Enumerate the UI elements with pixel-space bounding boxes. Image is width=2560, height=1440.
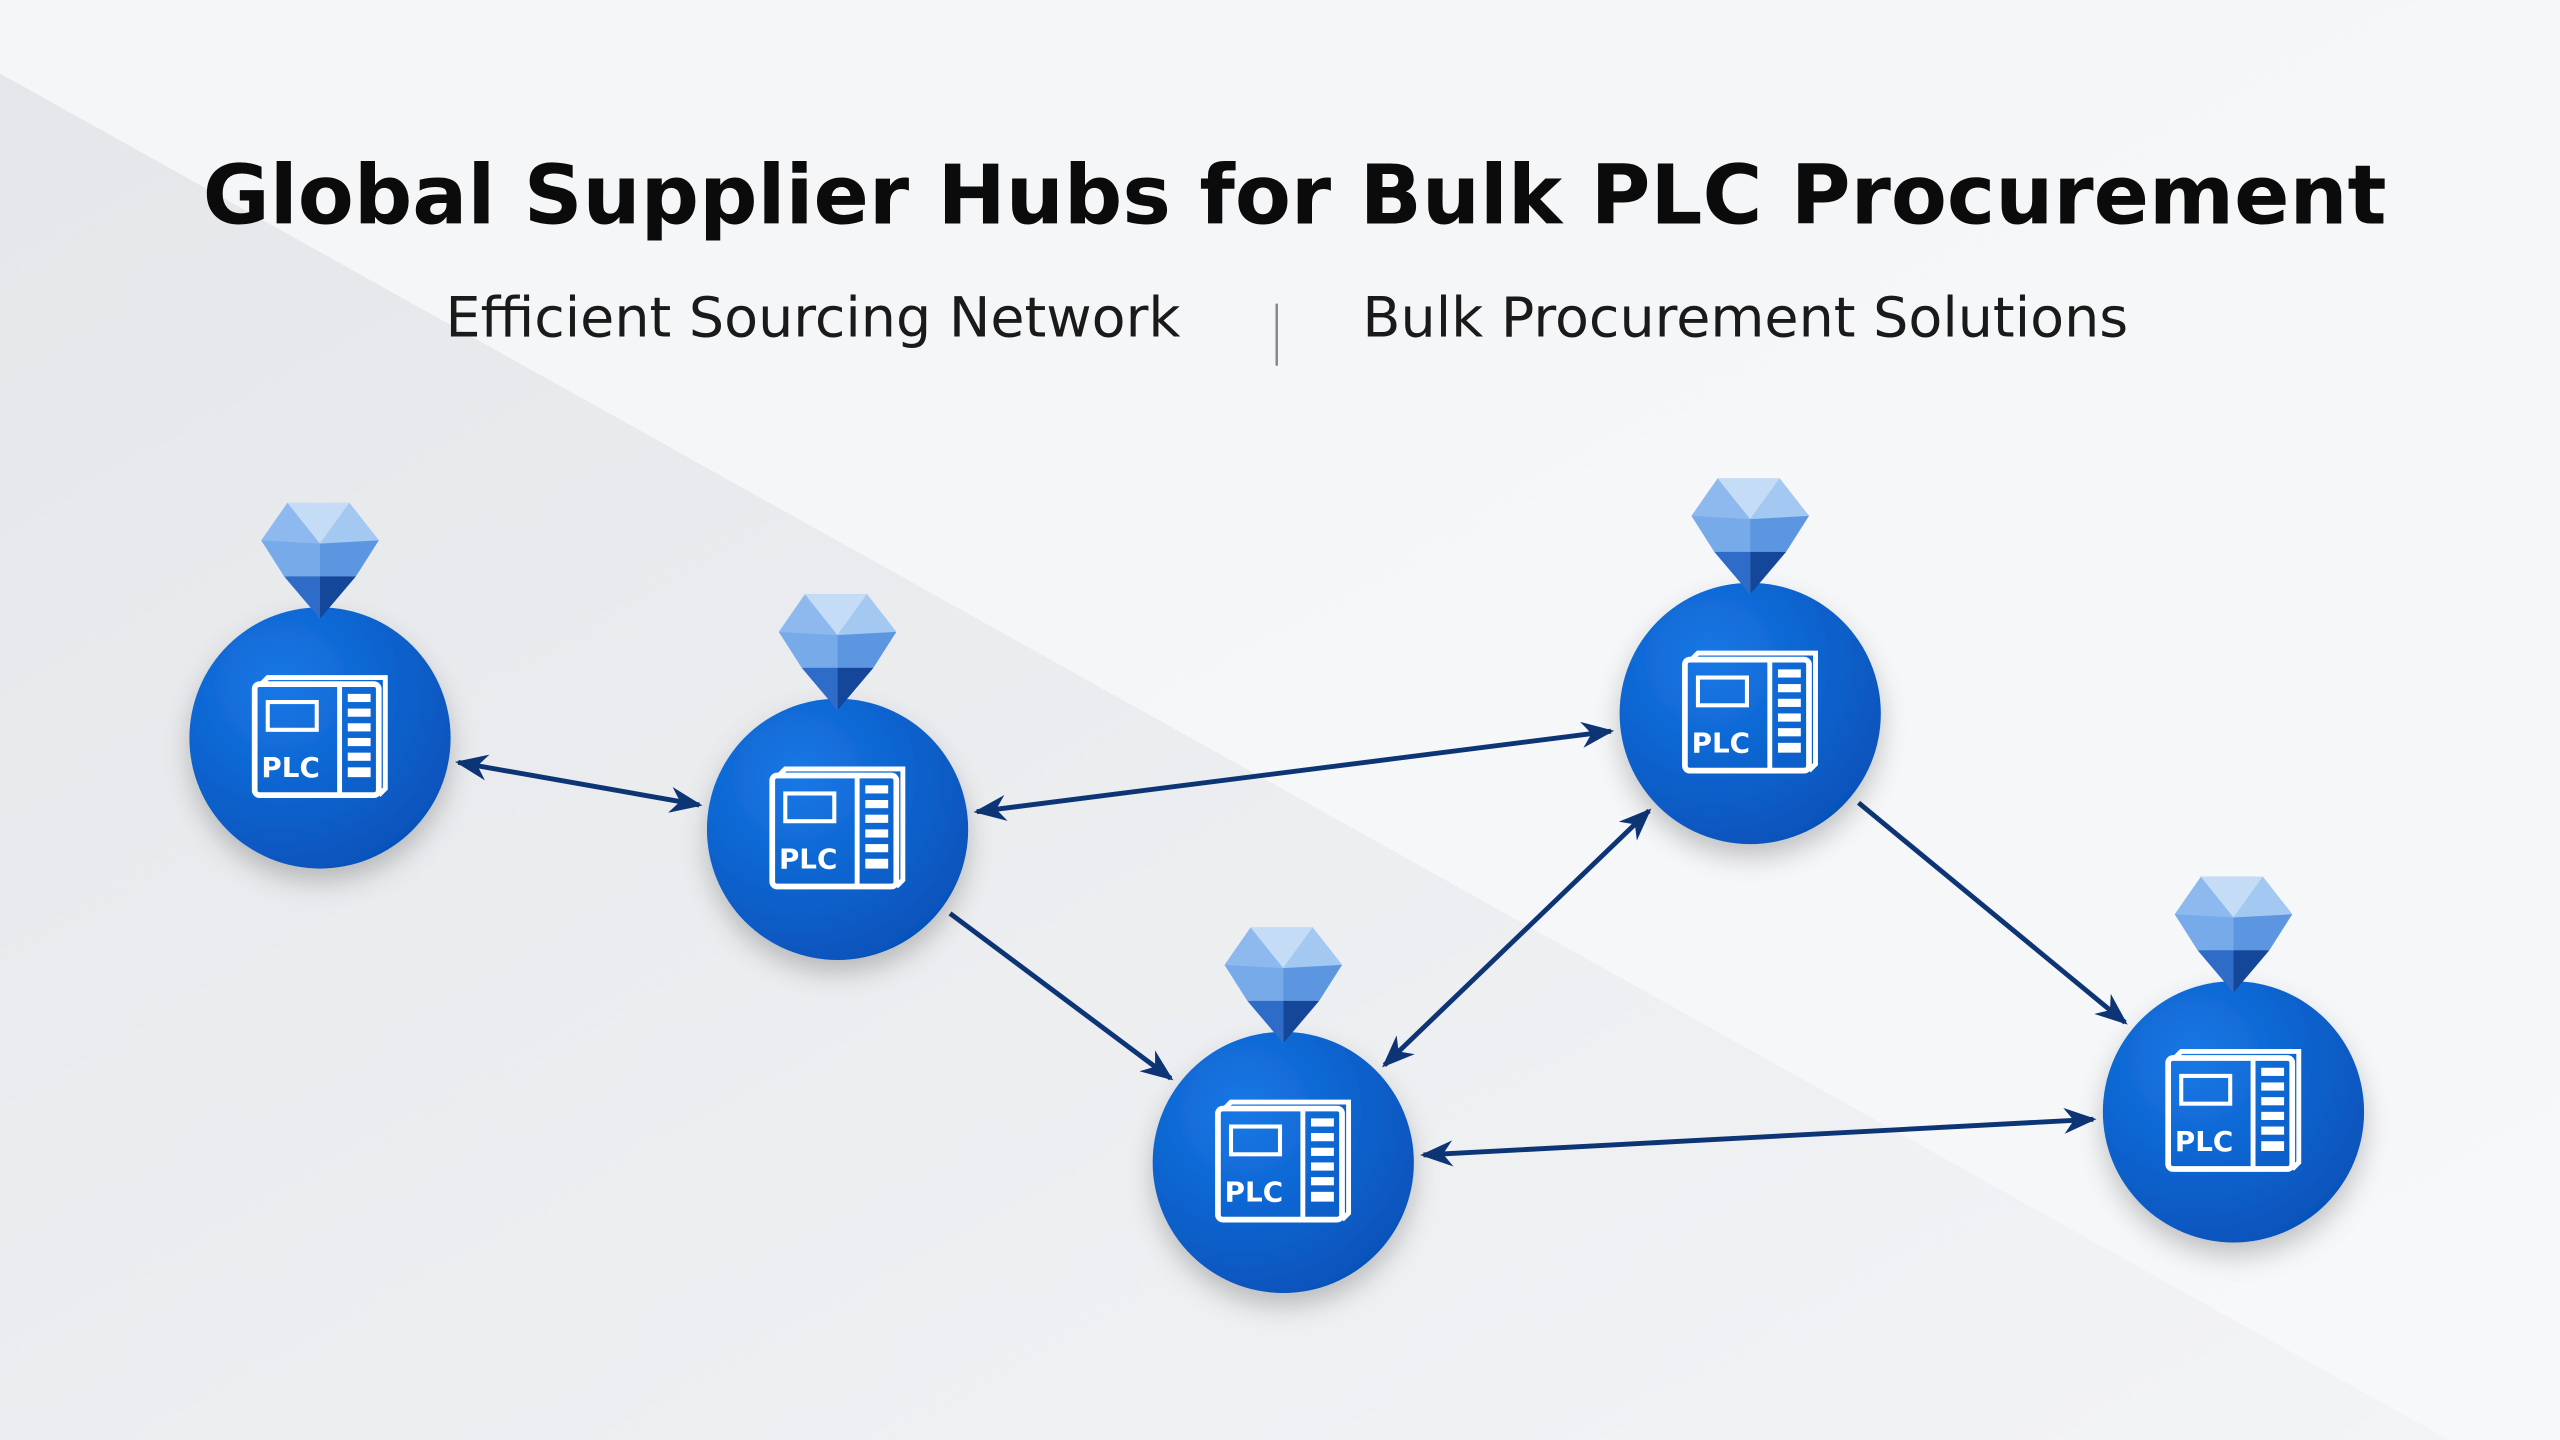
plc-label: PLC — [1225, 1176, 1283, 1209]
arrow-hub-4-hub-3 — [1382, 808, 1652, 1068]
hub-circle — [2102, 981, 2365, 1243]
arrow-hub-2-hub-3 — [973, 721, 1615, 821]
page-title: Global Supplier Hubs for Bulk PLC Procur… — [203, 149, 2387, 244]
subtitle-right: Bulk Procurement Solutions — [1362, 285, 2128, 350]
arrow-hub-2-hub-4 — [948, 911, 1174, 1081]
plc-label: PLC — [1692, 727, 1750, 760]
plc-label: PLC — [2175, 1125, 2233, 1158]
arrow-hub-1-hub-2 — [455, 754, 703, 813]
hub-circle — [189, 607, 451, 869]
plc-label: PLC — [779, 843, 837, 876]
supplier-hub-2: PLC — [706, 594, 969, 960]
subtitle-left: Efficient Sourcing Network — [446, 285, 1181, 350]
plc-label: PLC — [261, 751, 319, 784]
arrow-hub-4-hub-5 — [1420, 1107, 2097, 1167]
supplier-hub-3: PLC — [1619, 478, 1881, 845]
hub-circle — [706, 698, 969, 960]
supplier-hub-1: PLC — [189, 502, 451, 869]
edges — [455, 721, 2128, 1167]
nodes: PLC PLC PLC PLC PLC — [189, 478, 2365, 1294]
hub-circle — [1152, 1031, 1414, 1294]
supplier-hub-5: PLC — [2102, 876, 2365, 1243]
hub-circle — [1619, 582, 1881, 845]
supplier-hub-4: PLC — [1152, 927, 1414, 1294]
arrow-hub-3-hub-5 — [1856, 800, 2128, 1025]
